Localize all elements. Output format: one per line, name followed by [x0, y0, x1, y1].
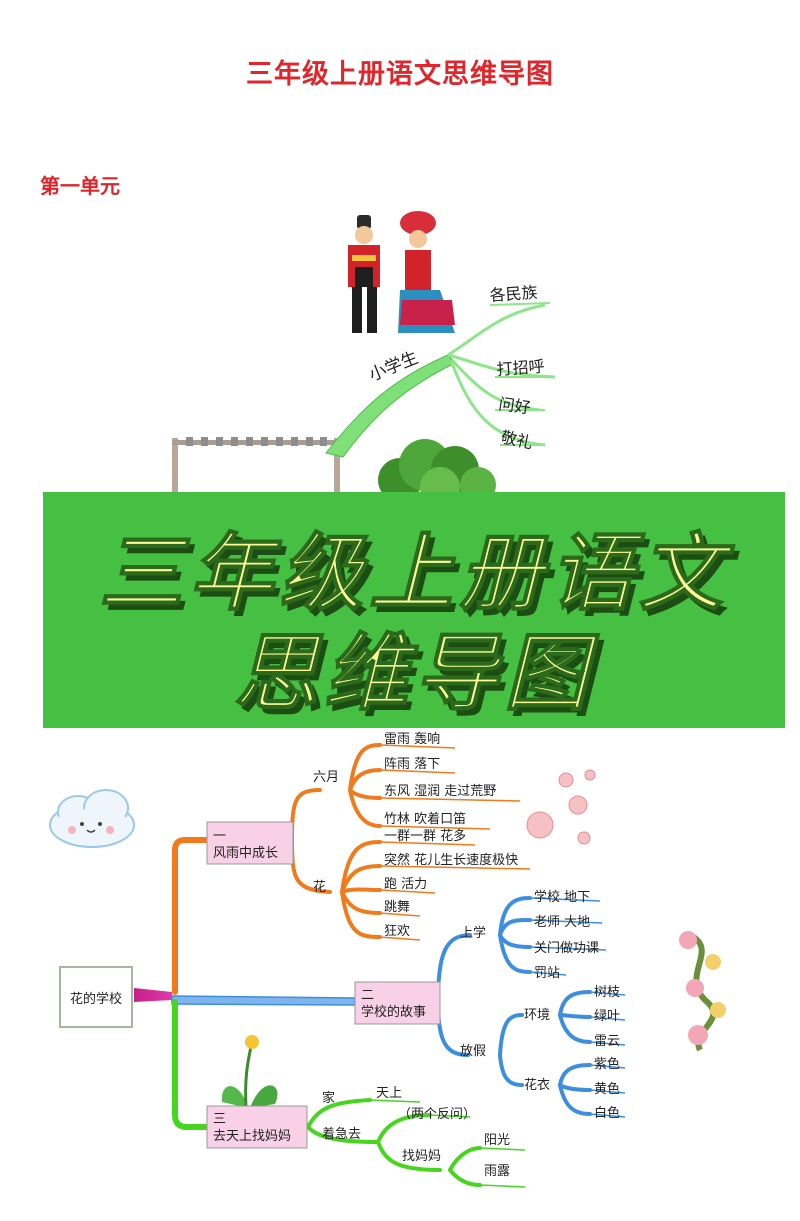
topic3-num: 三 — [213, 1112, 226, 1127]
topic1-label: 风雨中成长 — [213, 846, 278, 861]
topic2-cloth: 花衣 — [524, 1077, 550, 1093]
banner-line-2: 思维导图 — [233, 623, 594, 723]
t1-leaf-7: 跑 活力 — [384, 877, 427, 892]
blossom-illustration — [526, 769, 596, 845]
topic2-env: 环境 — [524, 1008, 550, 1023]
topic1-num: 一 — [213, 829, 226, 844]
top-mindmap: 小学生 各民族 打招呼 问好 敬礼 — [172, 211, 556, 495]
t1-leaf-6: 突然 花儿生长速度极快 — [384, 852, 518, 868]
girl-figure — [398, 211, 455, 333]
topic3-node — [206, 1105, 308, 1149]
root-label: 花的学校 — [70, 991, 122, 1007]
t1-leaf-3: 东风 湿润 走过荒野 — [384, 784, 496, 799]
t2-env-3: 雷云 — [594, 1034, 620, 1049]
topic1-sub2: 花 — [313, 879, 326, 895]
t3-home: 家 — [322, 1090, 335, 1106]
fence-illustration — [172, 437, 340, 495]
unit-label: 第一单元 — [40, 174, 120, 198]
t2-leaf-2: 老师 大地 — [534, 915, 590, 930]
topic2-label: 学校的故事 — [361, 1004, 426, 1020]
topic2-node — [354, 981, 441, 1025]
title-banner: 三年级上册语文 思维导图 — [43, 492, 785, 728]
page-title: 三年级上册语文思维导图 — [246, 59, 554, 90]
t3-urgent: 着急去 — [322, 1126, 361, 1142]
top-branch-2: 打招呼 — [496, 357, 545, 379]
banner-line-1: 三年级上册语文 — [98, 523, 729, 623]
t2-env-1: 树枝 — [594, 985, 620, 1000]
t3-dew: 雨露 — [484, 1164, 510, 1179]
topic2-num: 二 — [361, 988, 374, 1003]
t1-leaf-2: 阵雨 落下 — [384, 757, 440, 772]
t3-find: 找妈妈 — [402, 1149, 441, 1164]
t3-note: （两个反问） — [398, 1107, 476, 1122]
t3-sun: 阳光 — [484, 1133, 510, 1148]
t1-leaf-9: 狂欢 — [384, 924, 410, 939]
t2-env-2: 绿叶 — [594, 1009, 620, 1024]
cloud-illustration — [49, 789, 135, 848]
root-node: 花的学校 — [59, 966, 133, 1028]
boy-figure — [348, 215, 380, 333]
topic3-label: 去天上找妈妈 — [213, 1129, 291, 1144]
topic2-sub1: 上学 — [460, 925, 486, 941]
top-branch-3: 问好 — [497, 394, 531, 417]
t2-cloth-2: 黄色 — [594, 1081, 620, 1097]
top-branch-1: 各民族 — [489, 283, 538, 305]
t2-leaf-3: 关门做功课 — [534, 941, 599, 956]
flower-vine-illustration — [679, 931, 726, 1052]
tree-illustration — [378, 439, 496, 495]
t2-leaf-4: 罚站 — [534, 966, 560, 981]
t2-leaf-1: 学校 地下 — [534, 889, 590, 905]
topic1-node — [206, 821, 294, 865]
t2-cloth-1: 紫色 — [594, 1056, 620, 1072]
topic2-sub2: 放假 — [460, 1044, 486, 1059]
plant-illustration — [221, 1035, 278, 1109]
t2-cloth-3: 白色 — [594, 1105, 620, 1121]
top-branch-4: 敬礼 — [499, 427, 534, 452]
t3-sky: 天上 — [376, 1086, 402, 1101]
main-mindmap: 花的学校 一 风雨中成长 六月 花 雷雨 轰响 阵雨 落下 东风 湿润 走过荒野… — [49, 731, 726, 1188]
t1-leaf-8: 跳舞 — [384, 900, 410, 915]
t1-leaf-1: 雷雨 轰响 — [384, 731, 440, 747]
t1-leaf-4: 竹林 吹着口笛 — [384, 811, 466, 827]
topic1-sub1: 六月 — [313, 770, 339, 785]
t1-leaf-5: 一群一群 花多 — [384, 828, 466, 844]
